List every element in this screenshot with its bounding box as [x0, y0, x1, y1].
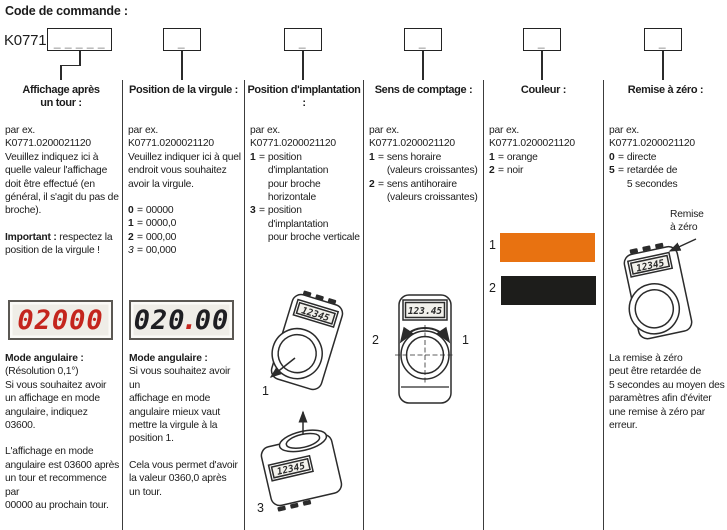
reset-button-slots-icon — [629, 242, 664, 254]
connector-line — [60, 64, 62, 80]
spindle-direction-arrow-icon — [269, 357, 296, 378]
connector-line — [79, 51, 81, 66]
column-header: Remise à zéro : — [627, 84, 704, 96]
column-affichage-apres-un-tour: Affichage après un tour : par ex. K0771.… — [0, 80, 122, 530]
connector-line — [60, 64, 81, 67]
option-row: 0=directe — [609, 151, 657, 163]
example-label: par ex. — [5, 125, 36, 136]
option-row: 1=orange — [489, 151, 538, 163]
column-description: Veuillez indiquer ici à quel endroit vou… — [128, 151, 241, 190]
example-label: par ex. — [250, 125, 281, 136]
column-sens-de-comptage: Sens de comptage : par ex. K0771.0200021… — [363, 80, 483, 530]
lcd-value: 020.00 — [133, 304, 230, 336]
lcd-value: 02000 — [17, 304, 104, 336]
swatch-label: 1 — [489, 238, 496, 252]
figure-label-left: 2 — [372, 333, 379, 347]
reset-indicator-figure: 12345 — [623, 238, 697, 340]
order-code-prefix: K0771. — [4, 32, 51, 49]
example-label: par ex. — [128, 125, 159, 136]
code-box-couleur: _ — [523, 28, 561, 51]
code-box-remise: _ — [644, 28, 682, 51]
page-title: Code de commande : — [5, 4, 128, 18]
option-row: 0=00000 — [128, 205, 174, 217]
connector-line — [302, 51, 304, 80]
example-label: par ex. — [609, 125, 640, 136]
code-box-display: _ _ _ _ _ — [47, 28, 112, 51]
code-box-comptage: _ — [404, 28, 442, 51]
example-code: K0771.0200021120 — [489, 138, 575, 150]
option-row: 3=00,000 — [128, 245, 177, 257]
vent-slots-icon — [302, 290, 337, 305]
connector-line — [662, 51, 664, 80]
example-code: K0771.0200021120 — [609, 138, 695, 150]
columns-container: Affichage après un tour : par ex. K0771.… — [0, 80, 727, 530]
counterclockwise-arrow-icon — [399, 326, 426, 344]
counting-direction-figure: 123.45 2 1 — [372, 294, 469, 404]
option-row: 3=position d'implantation pour broche ve… — [250, 205, 360, 244]
option-row: 2=sens antihoraire (valeurs croissantes) — [369, 178, 478, 204]
example-code: K0771.0200021120 — [128, 138, 214, 150]
column-header: Position de la virgule : — [129, 84, 238, 96]
crosshair-icon — [395, 325, 455, 385]
option-row: 5=retardée de 5 secondes — [609, 165, 678, 190]
device-display-value: 123.45 — [408, 306, 443, 317]
example-code: K0771.0200021120 — [250, 138, 336, 150]
decimal-point: . — [181, 304, 199, 336]
reset-callout-arrow-icon — [668, 238, 697, 252]
example-code: K0771.0200021120 — [369, 138, 455, 150]
button-slots-icon — [277, 499, 312, 512]
lcd-display-red: 02000 — [8, 300, 113, 340]
figure-label: 1 — [262, 384, 269, 398]
column-couleur: Couleur : par ex. K0771.0200021120 1=ora… — [483, 80, 603, 530]
example-label: par ex. — [369, 125, 400, 136]
mode-angulaire-section: Mode angulaire : (Résolution 0,1°) Si vo… — [5, 353, 120, 512]
options-list: 0=00000 1=0000,0 2=000,00 3=00,000 — [128, 204, 242, 258]
indicator-horizontal-spindle-figure: 12345 1 — [262, 290, 344, 398]
mode-angulaire-section: Mode angulaire : Si vous souhaitez avoir… — [129, 353, 238, 498]
example-code: K0771.0200021120 — [5, 138, 91, 150]
code-box-virgule: _ — [163, 28, 201, 51]
column-description: Veuillez indiquez ici à quelle valeur l'… — [5, 151, 119, 217]
reset-callout-label: Remise à zéro — [670, 209, 704, 233]
column-header: Affichage après un tour : — [22, 84, 100, 109]
swatch-label: 2 — [489, 281, 496, 295]
figure-label: 3 — [257, 501, 264, 515]
option-row: 1=0000,0 — [128, 218, 177, 230]
important-note: Important : respectez la position de la … — [5, 231, 113, 257]
example-label: par ex. — [489, 125, 520, 136]
column-position-implantation: Position d'implantation : par ex. K0771.… — [244, 80, 363, 530]
clockwise-arrow-icon — [424, 326, 451, 344]
lcd-display-black: 020.00 — [129, 300, 234, 340]
option-row: 1=sens horaire (valeurs croissantes) — [369, 151, 478, 177]
connector-line — [541, 51, 543, 80]
color-swatch-orange — [500, 233, 595, 262]
column-header: Position d'implantation : — [247, 84, 361, 109]
connector-line — [422, 51, 424, 80]
option-row: 2=noir — [489, 165, 524, 177]
option-row: 1=position d'implantation pour broche ho… — [250, 151, 329, 204]
column-header: Couleur : — [520, 84, 567, 96]
figure-label-right: 1 — [462, 333, 469, 347]
column-header: Sens de comptage : — [374, 84, 473, 96]
connector-line — [181, 51, 183, 80]
code-box-implantation: _ — [284, 28, 322, 51]
indicator-vertical-spindle-figure: 12345 3 — [257, 410, 343, 515]
option-row: 2=000,00 — [128, 231, 177, 243]
column-remise-a-zero: Remise à zéro : par ex. K0771.0200021120… — [603, 80, 727, 530]
column-position-virgule: Position de la virgule : par ex. K0771.0… — [122, 80, 244, 530]
color-swatch-black — [501, 276, 596, 305]
reset-description: La remise à zéro peut être retardée de 5… — [609, 353, 725, 432]
